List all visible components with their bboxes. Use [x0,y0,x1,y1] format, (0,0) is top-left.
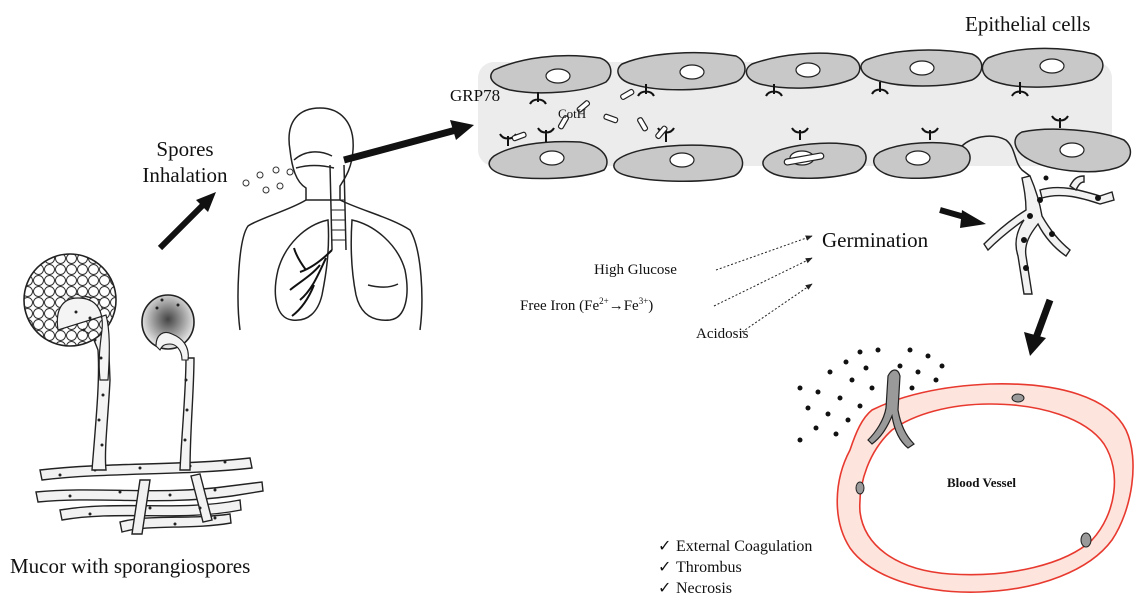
arrow-to-epithelium [344,130,456,160]
outcome-item: ✓Necrosis [658,578,812,599]
check-icon: ✓ [658,557,676,578]
mucor-fungus [24,254,263,534]
arrow-to-blood-vessel [1036,300,1050,338]
acidosis-label: Acidosis [696,326,749,343]
coth-label: CotH [558,106,586,122]
germination-label: Germination [822,228,928,253]
grp78-label: GRP78 [450,86,500,106]
check-icon: ✓ [658,536,676,557]
outcomes-list: ✓External Coagulation ✓Thrombus ✓Necrosi… [658,536,812,599]
fe-superscript-1: 2+ [599,296,609,306]
check-icon: ✓ [658,578,676,599]
arrow-to-inhalation [160,200,208,248]
outcome-label: Necrosis [676,580,732,597]
sporangiophore-right [180,358,194,470]
outcome-item: ✓External Coagulation [658,536,812,557]
fe-close-paren: ) [648,298,653,314]
outcome-label: Thrombus [676,559,742,576]
spores-inhalation-label: Spores Inhalation [140,136,230,188]
inhaled-spores [243,167,293,193]
high-glucose-label: High Glucose [594,262,677,279]
germinating-hyphae [984,176,1114,295]
human-respiratory-figure [238,108,422,330]
spores-label-line1: Spores [140,136,230,162]
factor-arrows [714,236,812,332]
mucor-caption: Mucor with sporangiospores [10,554,250,579]
fe-arrow-text: →Fe [609,298,639,314]
outcome-label: External Coagulation [676,538,812,555]
outcome-item: ✓Thrombus [658,557,812,578]
fe-superscript-2: 3+ [639,296,649,306]
spores-label-line2: Inhalation [140,162,230,188]
free-iron-label: Free Iron (Fe2+→Fe3+) [520,296,653,315]
epithelial-cells-label: Epithelial cells [965,12,1090,37]
blood-vessel-label: Blood Vessel [947,475,1016,491]
free-iron-text: Free Iron (Fe [520,298,599,314]
